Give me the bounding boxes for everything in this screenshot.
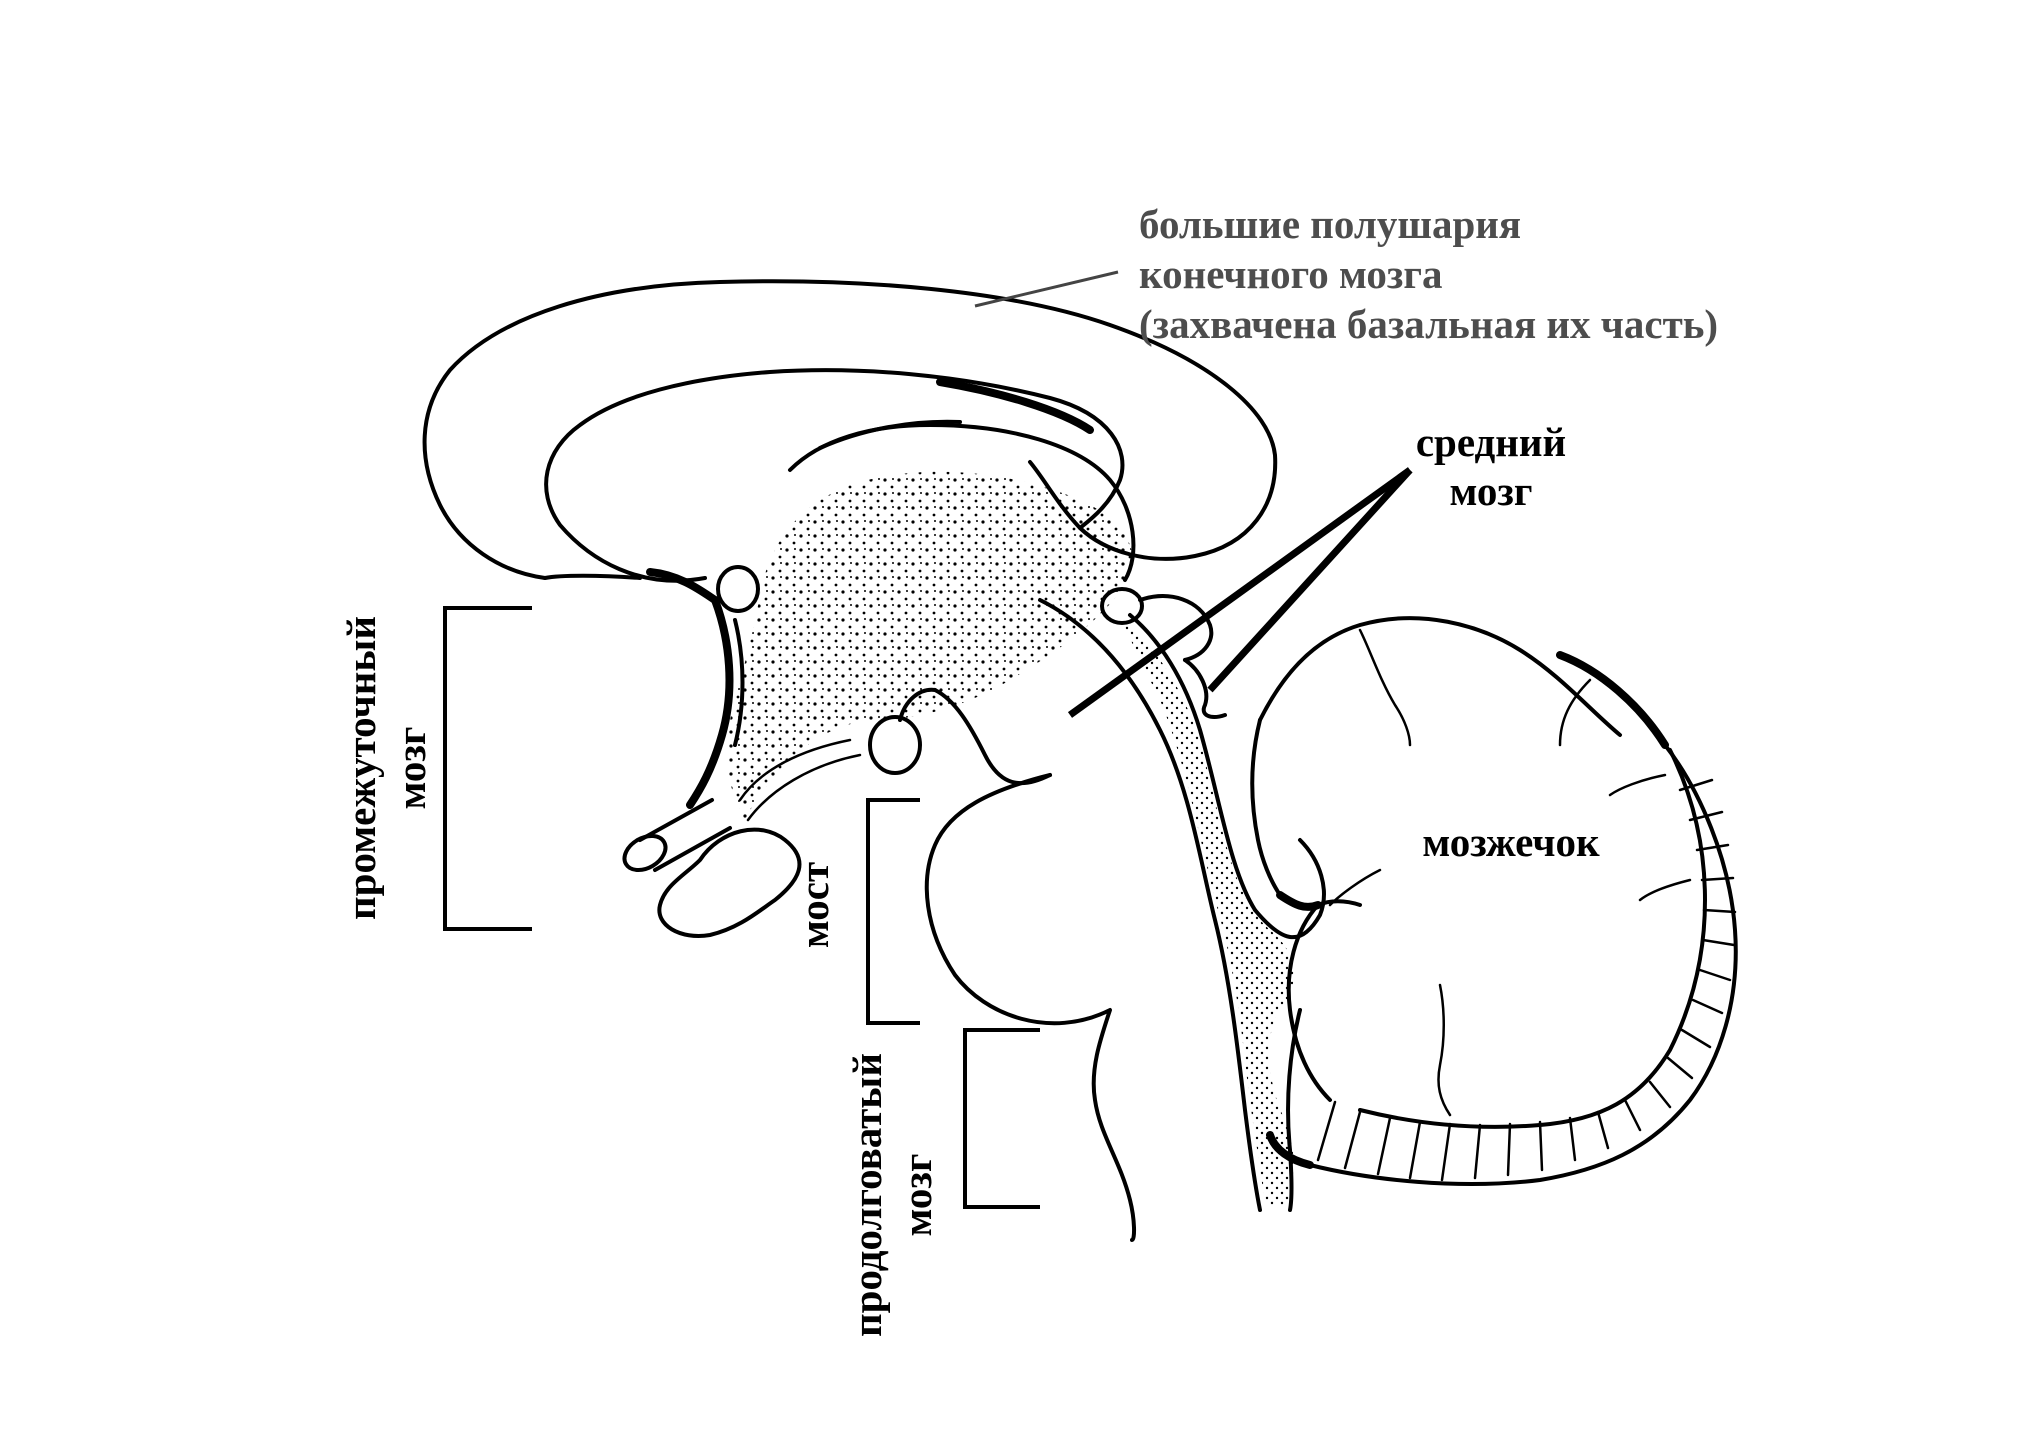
cerebellar-fissures [1328,628,1692,1117]
medulla-label-line1: продолговатый [844,1053,890,1337]
pointer-midbrain-1 [1067,467,1413,718]
midbrain-label-line2: мозг [1450,468,1533,514]
diencephalon-label-line1: промежуточный [338,616,384,920]
midbrain-label-line1: средний [1416,419,1566,465]
anterior-commissure [716,565,760,613]
pointer-lines [974,270,1413,718]
bracket-pons [866,798,920,1025]
bracket-diencephalon [443,606,532,931]
cerebellar-folia [1316,778,1737,1182]
cerebrum-label-line3: (захвачена базальная их часть) [1139,301,1718,347]
cerebrum-label-line1: большие полушария [1139,201,1521,247]
cerebellum-label: мозжечок [1422,819,1600,865]
cerebral-hemisphere [422,279,1278,604]
medulla-label-line2: мозг [894,1154,940,1237]
thalamus-stippled-core [725,419,1136,820]
labels: большие полушария конечного мозга (захва… [338,201,1718,1337]
diencephalon-lower-structures [622,596,1052,938]
bracket-medulla [963,1028,1040,1209]
cerebellum [1250,616,1738,1186]
brackets [443,606,1040,1209]
pons-label: мост [791,862,837,948]
pointer-midbrain-2 [1207,467,1413,693]
cerebrum-label-line2: конечного мозга [1139,251,1442,297]
pointer-cerebrum [974,270,1119,308]
diencephalon-label-line2: мозг [388,727,434,810]
